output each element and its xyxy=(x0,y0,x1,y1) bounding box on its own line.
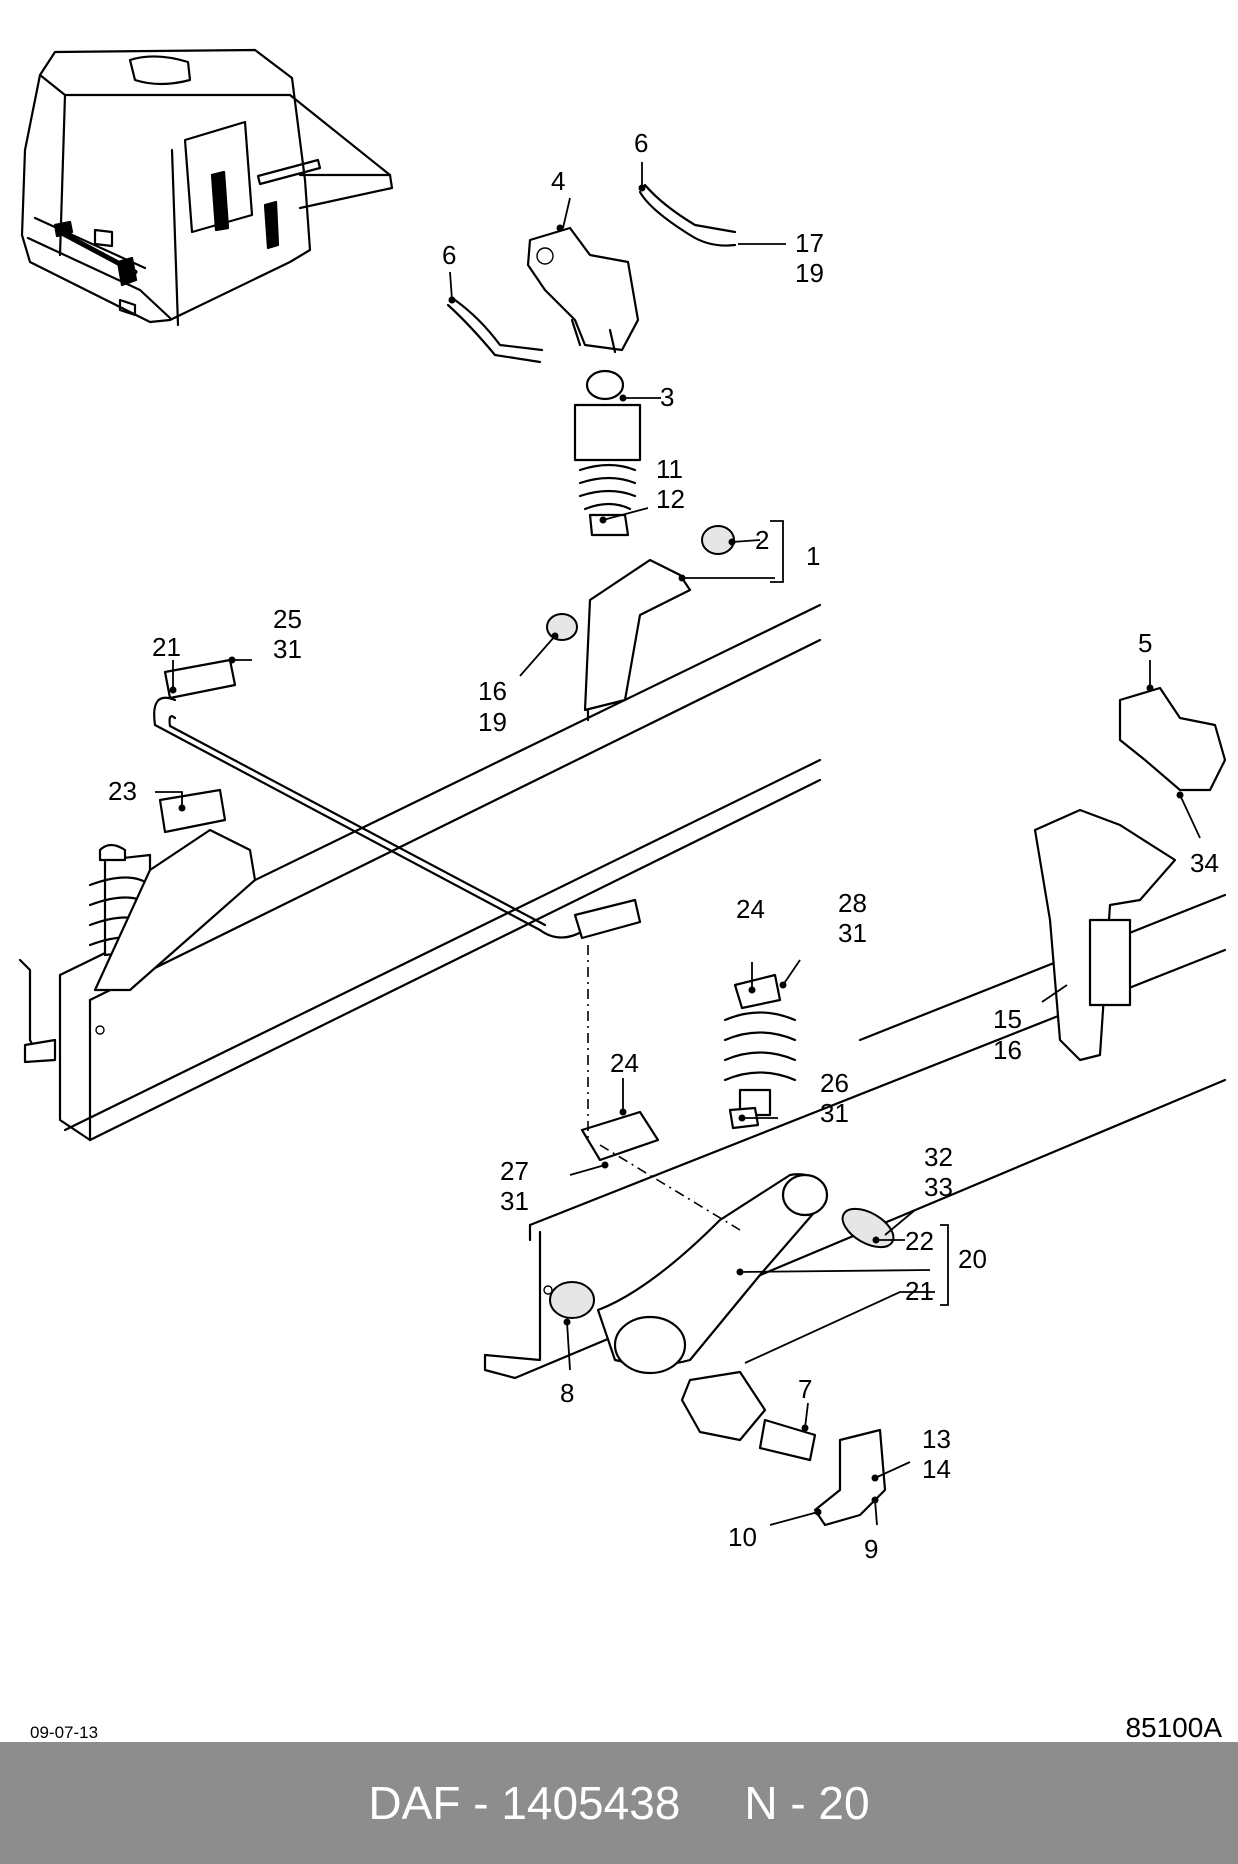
callout-31: 31 xyxy=(820,1098,849,1128)
callout-11: 11 xyxy=(656,454,683,484)
callout-1: 1 xyxy=(806,541,820,571)
footer-bar: DAF - 1405438 N - 20 xyxy=(0,1742,1238,1864)
centre-lines xyxy=(587,945,741,1231)
callout-7: 7 xyxy=(798,1374,812,1404)
left-spring-assembly xyxy=(18,788,257,1064)
callout-25: 23 xyxy=(108,776,137,806)
leader-lines xyxy=(155,162,1201,1526)
callout-21: 21 xyxy=(905,1276,934,1306)
callout-20: 20 xyxy=(958,1244,987,1274)
callout-17: 16 xyxy=(478,676,507,706)
stabiliser-bar xyxy=(153,658,642,940)
callout-6: 6 xyxy=(634,128,648,158)
callout-28: 26 xyxy=(820,1068,849,1098)
callout-16: 16 xyxy=(993,1035,1022,1065)
callout-27: 25 xyxy=(273,604,302,634)
callout-31: 31 xyxy=(838,918,867,948)
callout-labels: 4 6 6 17 19 3 11 12 2 1 16 19 25 31 21 2… xyxy=(108,128,1219,1564)
part-number: 1405438 xyxy=(501,1777,681,1829)
brand-label: DAF xyxy=(368,1777,461,1829)
callout-26: 24 xyxy=(736,894,765,924)
drawing-date: 09-07-13 xyxy=(30,1723,99,1742)
chassis-frame xyxy=(58,603,1227,1380)
upper-cab-mount xyxy=(446,183,737,712)
callout-14: 14 xyxy=(922,1454,951,1484)
callout-6: 6 xyxy=(442,240,456,270)
truck-cab-thumbnail xyxy=(20,48,394,327)
callout-19: 19 xyxy=(478,707,507,737)
lower-axle-arm xyxy=(549,1110,895,1527)
right-cab-mount xyxy=(1033,686,1227,1062)
callout-10: 10 xyxy=(728,1522,757,1552)
part-reference: DAF - 1405438 N - 20 xyxy=(0,1742,1238,1864)
callout-32: 32 xyxy=(924,1142,953,1172)
callout-22: 22 xyxy=(905,1226,934,1256)
separator: - xyxy=(473,1777,489,1829)
callout-13: 13 xyxy=(922,1424,951,1454)
callout-3: 3 xyxy=(660,382,674,412)
callout-31: 31 xyxy=(500,1186,529,1216)
callout-29: 27 xyxy=(500,1156,529,1186)
callout-9: 9 xyxy=(864,1534,878,1564)
callout-2: 2 xyxy=(755,525,769,555)
callout-31: 31 xyxy=(273,634,302,664)
callout-5: 5 xyxy=(1138,628,1152,658)
callout-19: 19 xyxy=(795,258,824,288)
callout-18: 17 xyxy=(795,228,824,258)
rear-spring xyxy=(723,973,797,1130)
drawing-number: 85100A xyxy=(1125,1712,1222,1743)
callout-15: 15 xyxy=(993,1004,1022,1034)
callout-12: 12 xyxy=(656,484,685,514)
callout-30: 28 xyxy=(838,888,867,918)
callout-24: 24 xyxy=(610,1048,639,1078)
leader-dots xyxy=(169,184,1184,1516)
callout-8: 8 xyxy=(560,1378,574,1408)
callout-33: 33 xyxy=(924,1172,953,1202)
callout-34: 34 xyxy=(1190,848,1219,878)
callout-4: 4 xyxy=(551,166,565,196)
page-reference: N - 20 xyxy=(744,1777,870,1829)
parts-diagram: 4 6 6 17 19 3 11 12 2 1 16 19 25 31 21 2… xyxy=(18,48,1227,1564)
callout-23: 21 xyxy=(152,632,181,662)
